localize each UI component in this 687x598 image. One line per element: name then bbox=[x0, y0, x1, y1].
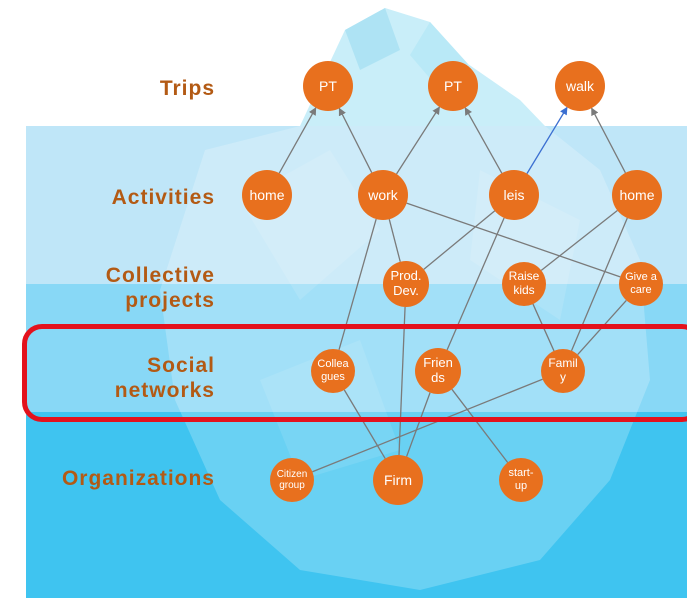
edge-friends-firm bbox=[406, 392, 431, 457]
social-networks-highlight-box bbox=[22, 324, 687, 422]
layer-label-activities: Activities bbox=[111, 186, 215, 209]
node-project-raise-kids: Raise kids bbox=[502, 262, 546, 306]
edge-colleagues-firm bbox=[343, 389, 386, 459]
layer-label-organizations: Organizations bbox=[61, 467, 215, 490]
edge-work-give bbox=[406, 202, 621, 278]
node-activity-work: work bbox=[358, 170, 408, 220]
edge-work-pt1 bbox=[338, 107, 373, 173]
node-activity-leis: leis bbox=[489, 170, 539, 220]
edge-leis-prod bbox=[423, 210, 496, 270]
edge-home2-walk bbox=[591, 107, 626, 174]
node-activity-home-1: home bbox=[242, 170, 292, 220]
connection-edges bbox=[278, 106, 628, 473]
layer-label-collective-projects: Collective projects bbox=[105, 264, 215, 312]
node-org-citizen-group: Citizen group bbox=[270, 458, 314, 502]
edge-work-pt2 bbox=[395, 106, 441, 175]
node-network-colleagues: Collea gues bbox=[311, 349, 355, 393]
node-trip-pt-2: PT bbox=[428, 61, 478, 111]
node-network-friends: Frien ds bbox=[415, 348, 461, 394]
node-project-give-care: Give a care bbox=[619, 262, 663, 306]
edge-work-prod bbox=[388, 219, 401, 262]
node-org-startup: start- up bbox=[499, 458, 543, 502]
node-network-family: Famil y bbox=[541, 349, 585, 393]
edge-home2-raise bbox=[540, 209, 618, 271]
edge-leis-walk bbox=[526, 106, 568, 174]
node-org-firm: Firm bbox=[373, 455, 423, 505]
node-trip-pt-1: PT bbox=[303, 61, 353, 111]
layer-label-social-networks: Social networks bbox=[114, 354, 215, 402]
node-project-prod-dev: Prod. Dev. bbox=[383, 261, 429, 307]
node-activity-home-2: home bbox=[612, 170, 662, 220]
node-trip-walk: walk bbox=[555, 61, 605, 111]
edge-prod-firm bbox=[398, 306, 406, 456]
edge-home1-pt1 bbox=[278, 107, 317, 174]
edge-friends-startup bbox=[451, 388, 509, 463]
layer-label-trips: Trips bbox=[159, 77, 215, 100]
edge-family-citizen bbox=[312, 378, 543, 473]
edge-leis-pt2 bbox=[464, 107, 503, 174]
